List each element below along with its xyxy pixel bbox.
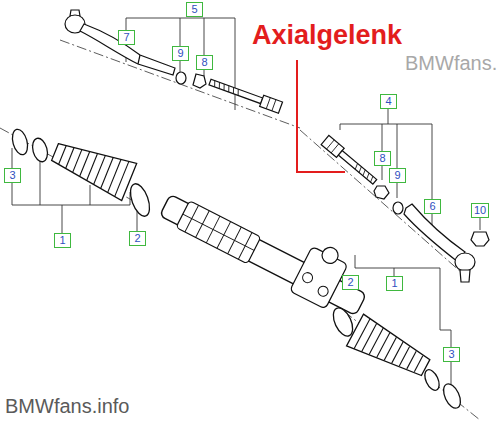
callout-number: 7 (118, 30, 135, 45)
callout-number: 6 (424, 199, 441, 214)
callout-number: 2 (342, 275, 359, 290)
watermark: BMWfans.info (5, 395, 129, 417)
callout-number: 4 (380, 94, 397, 109)
callout-number: 9 (389, 168, 406, 183)
nut (471, 232, 489, 246)
boot-right (329, 305, 463, 411)
callout-number: 5 (186, 2, 203, 17)
callout-number: 3 (443, 347, 460, 362)
tie-rod-end-left (65, 10, 175, 75)
boot-left (10, 128, 153, 219)
callout-number: 8 (196, 55, 213, 70)
axial-joint-left (208, 76, 283, 113)
axial-joint-right (321, 135, 379, 186)
lock-nuts-right (374, 186, 403, 214)
callout-number: 9 (172, 46, 189, 61)
callout-number: 1 (386, 276, 403, 291)
watermark: BMWfans. (405, 52, 497, 74)
tie-rod-end-right (404, 204, 475, 282)
callout-number: 10 (471, 203, 489, 218)
part-label: Axialgelenk (252, 20, 402, 50)
center-lines (0, 40, 480, 420)
callout-number: 3 (4, 168, 21, 183)
callout-number: 1 (54, 233, 71, 248)
callout-number: 8 (374, 151, 391, 166)
callout-number: 2 (129, 231, 146, 246)
rack-housing (156, 171, 378, 323)
lock-nuts-left (176, 72, 206, 88)
